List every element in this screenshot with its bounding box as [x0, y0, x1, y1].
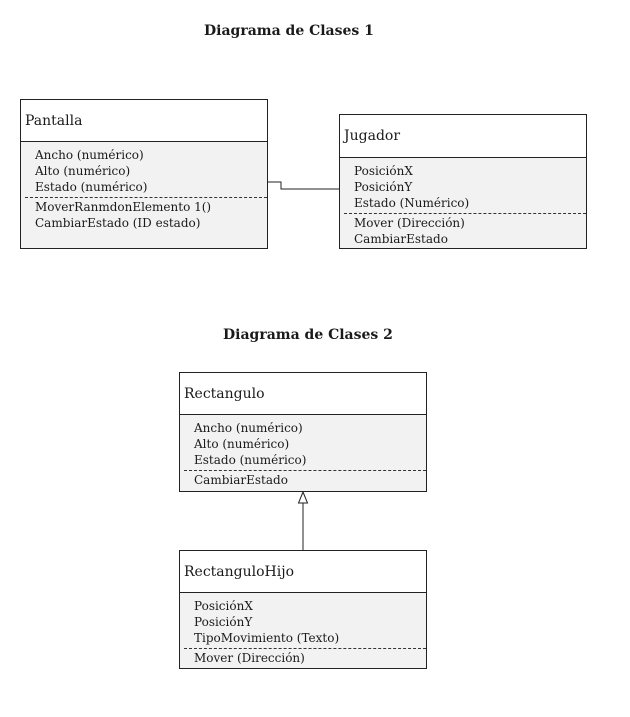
attribute: Alto (numérico)	[35, 164, 131, 178]
attribute: Estado (Numérico)	[354, 196, 470, 210]
attribute: Alto (numérico)	[194, 437, 290, 451]
class-name: Jugador	[344, 128, 401, 144]
divider	[184, 470, 426, 471]
attribute: Ancho (numérico)	[194, 421, 303, 435]
attribute: Estado (numérico)	[35, 180, 148, 194]
attribute: PosiciónX	[354, 164, 413, 178]
method: CambiarEstado (ID estado)	[35, 216, 201, 230]
attribute: Estado (numérico)	[194, 453, 307, 467]
method: CambiarEstado	[194, 473, 288, 487]
divider	[184, 648, 426, 649]
attribute: PosiciónY	[194, 615, 253, 629]
divider	[344, 213, 586, 214]
method: Mover (Dirección)	[354, 216, 465, 230]
divider	[25, 197, 267, 198]
class-name: Rectangulo	[184, 385, 265, 402]
attribute: PosiciónX	[194, 599, 253, 613]
method: MoverRanmdonElemento 1()	[35, 200, 212, 214]
diagram1-title: Diagrama de Clases 1	[204, 23, 374, 39]
attribute: Ancho (numérico)	[35, 148, 144, 162]
association-line	[267, 181, 339, 190]
attribute: PosiciónY	[354, 180, 413, 194]
class-name: Pantalla	[25, 112, 83, 129]
attribute: TipoMovimiento (Texto)	[194, 631, 340, 645]
diagram2-title: Diagrama de Clases 2	[223, 327, 393, 343]
class-rectangulo-hijo[interactable]: RectanguloHijo PosiciónX PosiciónY TipoM…	[179, 550, 427, 669]
class-rectangulo[interactable]: Rectangulo Ancho (numérico) Alto (numéri…	[179, 372, 427, 492]
method: CambiarEstado	[354, 232, 448, 246]
class-jugador[interactable]: Jugador PosiciónX PosiciónY Estado (Numé…	[339, 114, 587, 249]
inheritance-arrowhead	[297, 490, 309, 504]
class-name: RectanguloHijo	[184, 563, 294, 580]
class-pantalla[interactable]: Pantalla Ancho (numérico) Alto (numérico…	[20, 99, 268, 249]
method: Mover (Dirección)	[194, 651, 305, 665]
